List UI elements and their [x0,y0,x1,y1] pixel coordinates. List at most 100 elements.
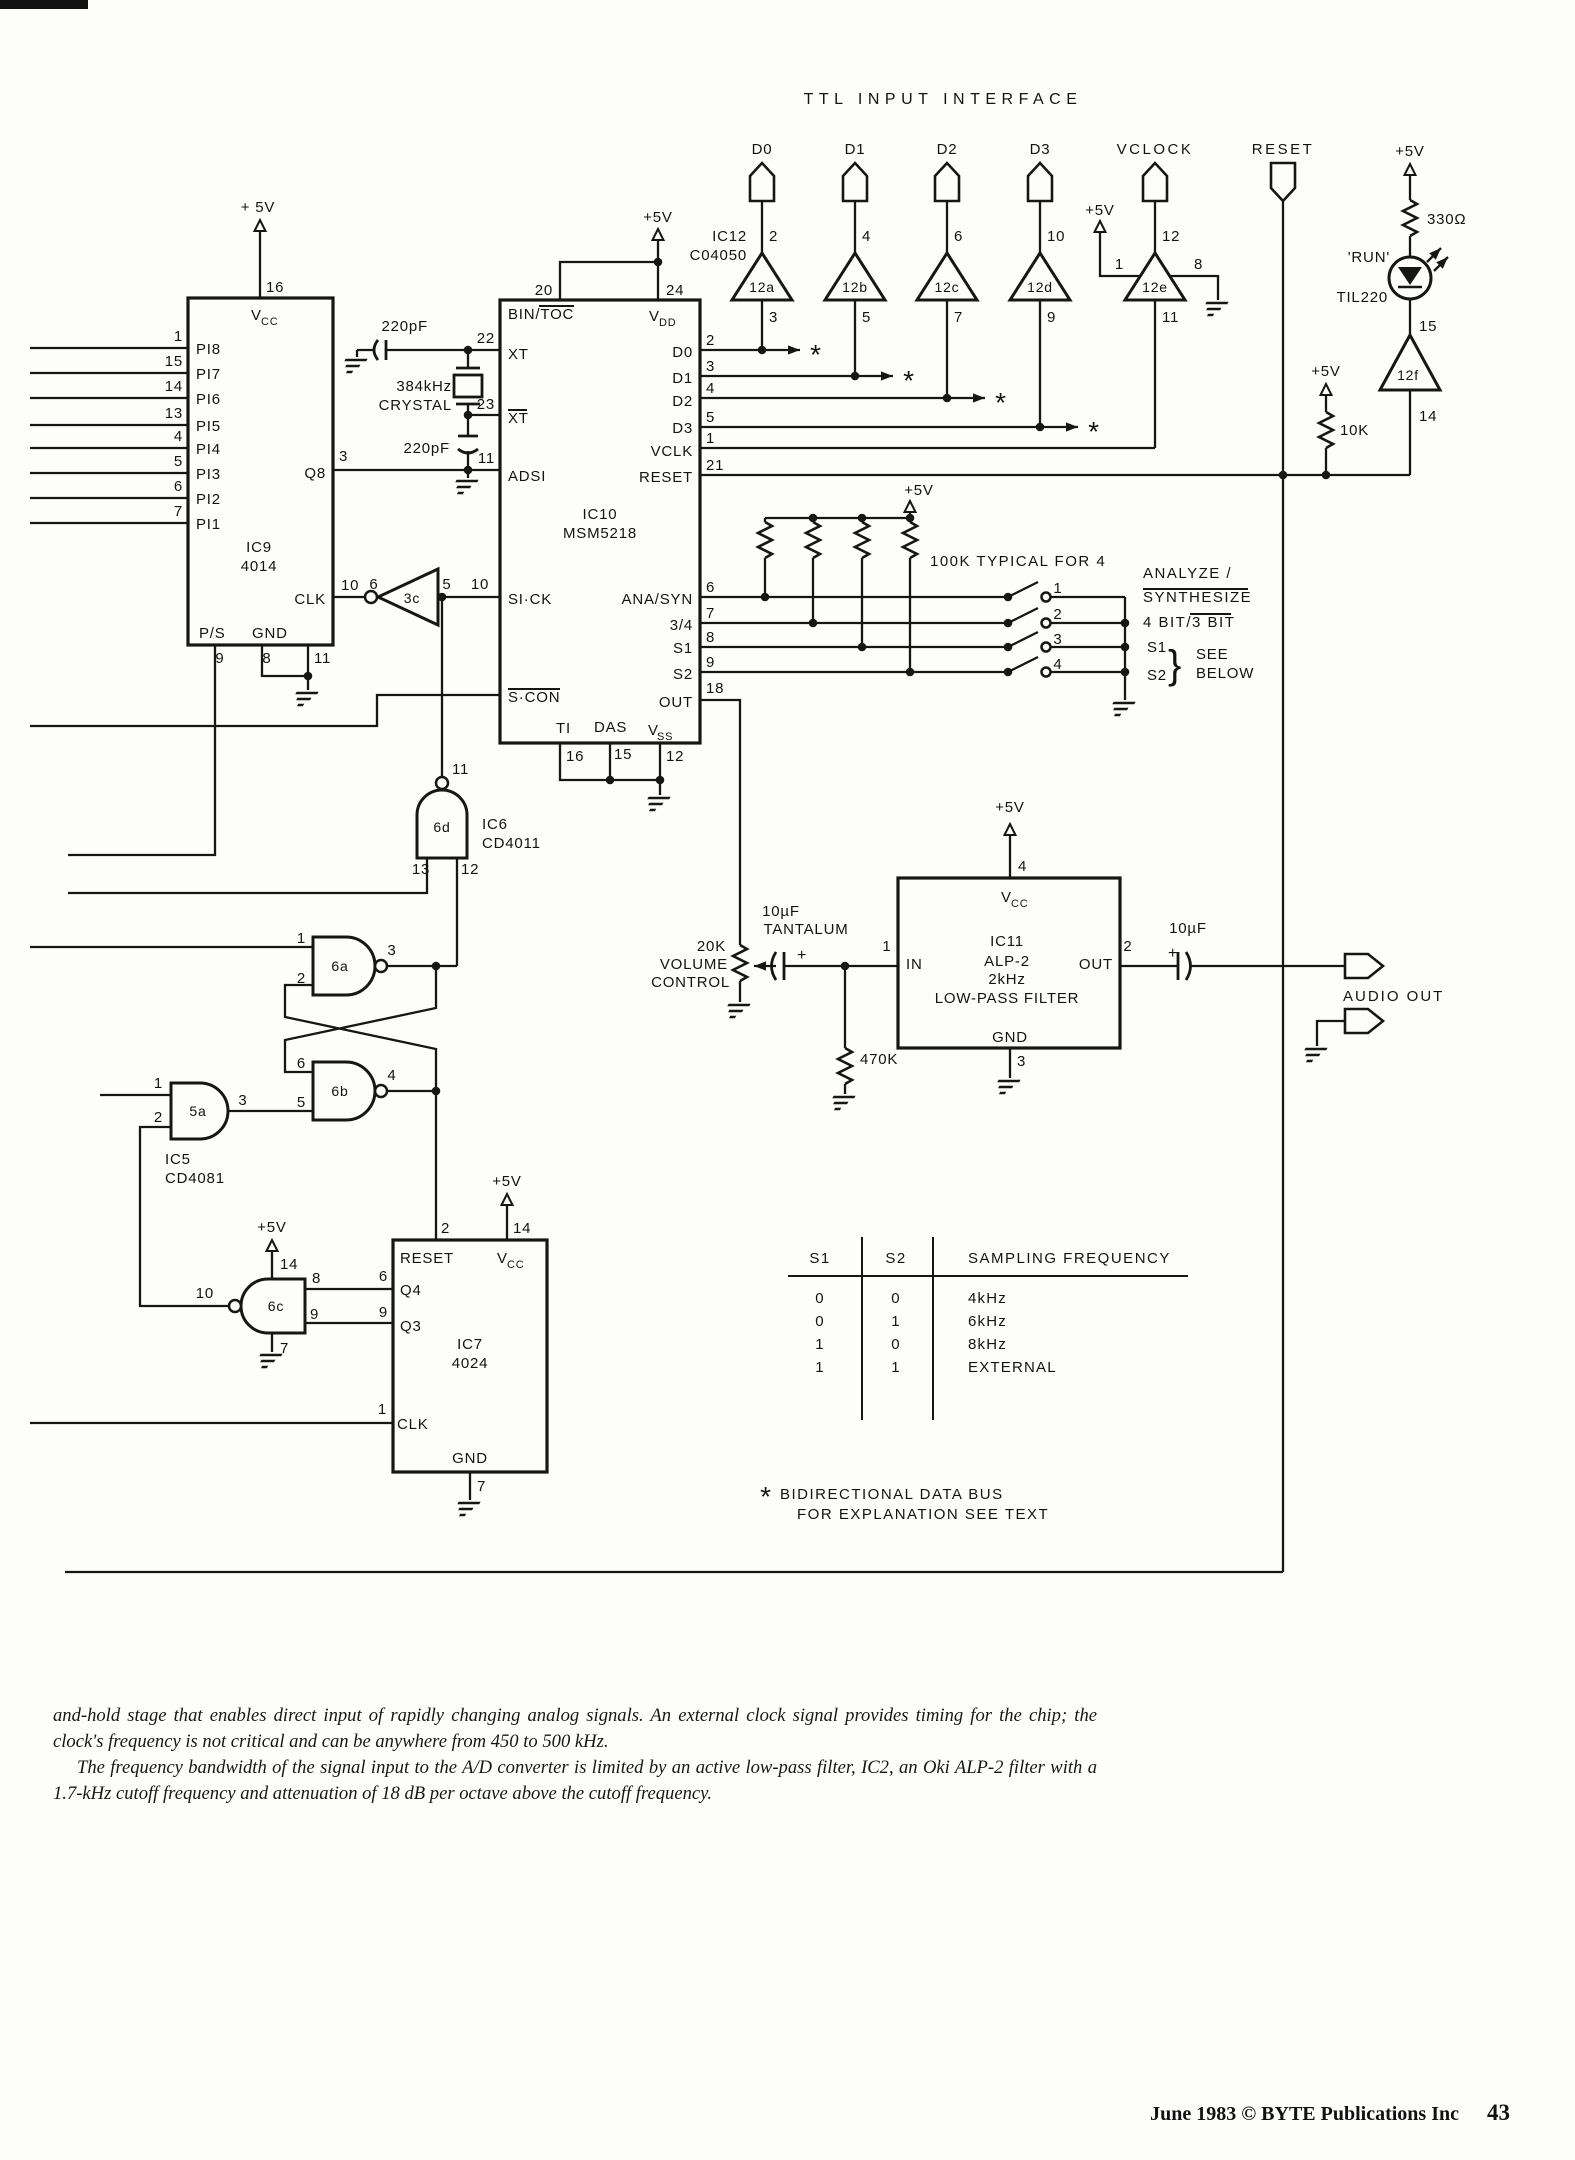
star-d2: * [995,387,1007,418]
pin-ic10-15: 15 [614,746,632,763]
star-d0: * [810,339,822,370]
pin-12e-8: 8 [1194,256,1203,273]
ic11-gnd: GND [992,1029,1028,1046]
ic7-vcc: V [497,1250,508,1267]
ic9-name: IC9 [246,539,272,556]
pin-ic11-3: 3 [1017,1053,1026,1070]
table-cell-r3c3: 8kHz [968,1336,1007,1353]
pin-ic9-15: 15 [165,353,183,370]
buffer-12b [822,250,888,302]
gate-bubbles [227,589,1052,1314]
pin-ic9-14: 14 [165,378,183,395]
table-cell-r2c2: 1 [891,1313,901,1330]
pin-ic7-7: 7 [477,1478,486,1495]
connector-d1 [841,161,869,203]
ic9-ps: P/S [199,625,226,642]
label-ic12: IC12 [712,228,747,245]
switch2-contact [1040,617,1052,629]
pin-ic10-12: 12 [666,748,684,765]
pin-ic10-16: 16 [566,748,584,765]
pin-5a-3: 3 [238,1092,247,1109]
schematic-figure: TTL INPUT INTERFACED0D1D2D3VCLOCKRESET+5… [0,0,1466,1574]
ic9-pi7: PI7 [196,366,221,383]
bubble-6b [373,1083,389,1099]
ic6-name: IC6 [482,816,508,833]
ic10-sick: SI·CK [508,591,552,608]
pin-5a-2: 2 [154,1109,163,1126]
ic10-scon: S·CON [508,689,560,706]
pin-12a-in: 2 [769,228,778,245]
label-c04050: C04050 [690,247,747,264]
gates [169,250,1443,1335]
buf-12c: 12c [935,279,960,295]
arrowheads [754,244,1452,971]
buf-12f: 12f [1397,367,1419,383]
ic9-4014-box [186,296,335,647]
ic9-pi2: PI2 [196,491,221,508]
ic7-reset: RESET [400,1250,454,1267]
pin-ic10-8: 8 [706,629,715,646]
gate-6b: 6b [331,1083,348,1099]
label-100k: 100K TYPICAL FOR 4 [930,553,1106,570]
note-line1: BIDIRECTIONAL DATA BUS [780,1486,1004,1503]
pin-ic10-18: 18 [706,680,724,697]
junction-dots [303,257,1331,1096]
buffer-12f [1377,331,1443,392]
paragraph-2: The frequency bandwidth of the signal in… [53,1756,1097,1804]
ic11-in: IN [906,956,923,973]
crystal-plates [456,366,480,406]
ic10-d3: D3 [672,420,693,437]
pin-6c-14: 14 [280,1256,298,1273]
power-arrows [253,163,1417,1252]
label-control: CONTROL [651,974,730,991]
label-brace: } [1168,643,1182,687]
table-cell-r4c2: 1 [891,1359,901,1376]
buf-12b: 12b [842,279,868,295]
pin-6a-3: 3 [387,942,396,959]
label-see: SEE [1196,646,1228,663]
table-rules [508,305,1248,1420]
pin-ic10-24: 24 [666,282,684,299]
pin-ic10-21: 21 [706,457,724,474]
resistor-100k-2 [804,520,822,560]
pin-12b-out: 5 [862,309,871,326]
ic9-pi6: PI6 [196,391,221,408]
resistor-100k-4 [901,520,919,560]
switch3-contact [1040,641,1052,653]
ic11-alp2-box [896,876,1122,1050]
pin-12e-1: 1 [1115,256,1124,273]
pin-ic7-9: 9 [379,1304,388,1321]
label-4bit3bit: 4 BIT/3 BIT [1143,614,1235,631]
scan-artifact [0,0,88,9]
ic10-anasyn: ANA/SYN [622,591,693,608]
ic6-part: CD4011 [482,835,541,852]
label-tantalum: TANTALUM [763,921,848,938]
ic10-d2: D2 [672,393,693,410]
resistor-10k [1317,410,1335,450]
label-sw-s2: S2 [1147,667,1167,684]
label-10uf-out: 10µF [1169,920,1207,937]
pin-ic10-1: 1 [706,430,715,447]
pin-12a-out: 3 [769,309,778,326]
pin-ic9-1: 1 [174,328,183,345]
ic10-name: IC10 [583,506,618,523]
table-cell-r4c1: 1 [815,1359,825,1376]
cap-220pf-1 [372,339,380,361]
ic11-vcc-sub: CC [1011,898,1029,910]
pin-12f-out: 14 [1419,408,1437,425]
pin-ic10-23: 23 [477,396,495,413]
table-cell-r2c3: 6kHz [968,1313,1007,1330]
buffer-12d [1007,250,1073,302]
ic11-desc: LOW-PASS FILTER [935,990,1080,1007]
star-d3: * [1088,416,1100,447]
table-cell-r1c3: 4kHz [968,1290,1007,1307]
ic10-msm5218-box [498,298,702,745]
pin-ic9-10: 10 [341,577,359,594]
ic7-q4: Q4 [400,1282,422,1299]
resistor-470k [836,1046,854,1086]
ic11-freq: 2kHz [988,971,1025,988]
table-header-3: SAMPLING FREQUENCY [968,1250,1171,1267]
label-volume: VOLUME [660,956,728,973]
pin-ic11-4: 4 [1018,858,1027,875]
